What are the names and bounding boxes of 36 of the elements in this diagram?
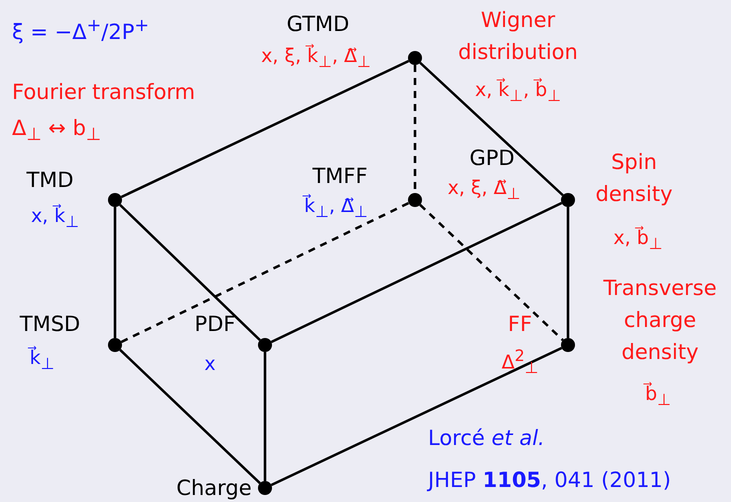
variable-label: b⃗$_{⊥}$ (645, 381, 671, 411)
node-label: Charge (176, 475, 252, 502)
box-edge (566, 207, 570, 338)
box-edge (119, 204, 261, 342)
variable-label: x, k⃗$_{⊥}$ (30, 203, 80, 233)
box-edge (120, 60, 410, 198)
node-label: GPD (469, 145, 515, 172)
variable-label: x, k⃗$_{⊥}$, b⃗$_{⊥}$ (474, 77, 562, 107)
node-label: TMSD (20, 311, 80, 338)
formula-text: Δ$_{⊥}$ ↔ b$_{⊥}$ (12, 115, 102, 148)
node-label: TMD (26, 167, 74, 194)
variable-label: x, b⃗$_{⊥}$ (613, 225, 663, 255)
hidden-edge (120, 202, 410, 344)
citation-text: Lorcé et al. (428, 425, 545, 452)
node-label: Wigner distribution (457, 7, 579, 66)
variable-label: k⃗$_{⊥}$, Δ⃗$_{⊥}$ (304, 193, 368, 223)
hidden-edge (419, 204, 564, 342)
node-label: PDF (194, 311, 236, 338)
citation-text: JHEP 1105, 041 (2011) (428, 467, 671, 494)
node-label: Spin density (594, 149, 674, 208)
node-label: GTMD (286, 11, 350, 38)
box-edge (270, 346, 562, 486)
box-edge (419, 62, 564, 196)
variable-label: x, ξ, k⃗$_{⊥}$, Δ⃗$_{⊥}$ (261, 43, 371, 73)
box-edge (114, 207, 116, 338)
node-label: Transverse charge density (602, 275, 718, 366)
formula-text: ξ = −Δ$^{+}$/2P$^{+}$ (12, 15, 150, 46)
box-edge (264, 352, 266, 481)
variable-label: x (204, 352, 216, 377)
box-edge (119, 348, 261, 484)
node-label: TMFF (312, 163, 368, 190)
variable-label: x, ξ, Δ⃗$_{⊥}$ (448, 176, 520, 205)
note-text: Fourier transform (12, 79, 196, 106)
node-label: FF (508, 311, 532, 338)
variable-label: k⃗$_{⊥}$ (30, 345, 54, 375)
box-edge (270, 202, 562, 344)
